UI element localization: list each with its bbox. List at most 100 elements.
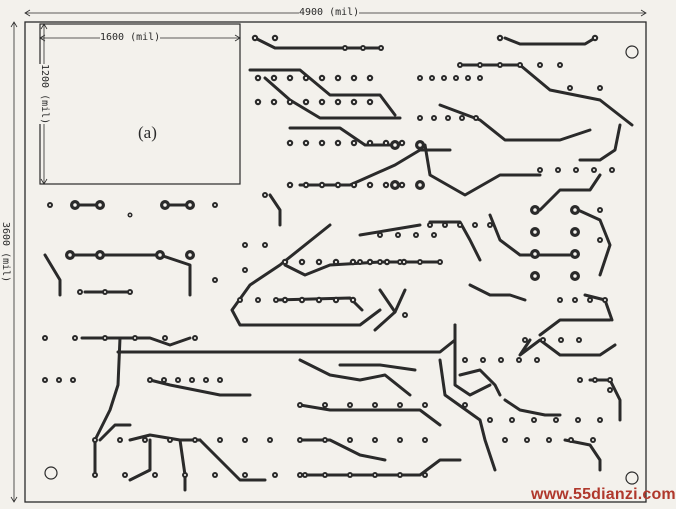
copper-trace (288, 126, 397, 147)
cutout-height-label: 1200 (mil) (39, 64, 50, 125)
pad-hole (193, 438, 197, 442)
pad-hole (385, 260, 389, 264)
pad-hole (153, 473, 157, 477)
copper-trace (588, 378, 622, 422)
copper-trace (128, 438, 152, 482)
copper-trace (268, 193, 282, 227)
pad-hole (352, 141, 356, 145)
pad-hole (474, 116, 478, 120)
pad-hole (498, 63, 502, 67)
pad-hole (379, 46, 383, 50)
pad-hole (300, 298, 304, 302)
pad-hole (272, 100, 276, 104)
pad-hole (43, 336, 47, 340)
pad-hole (568, 86, 572, 90)
pad-hole (610, 168, 614, 172)
pad-hole (320, 100, 324, 104)
pad-hole (348, 403, 352, 407)
pad-hole (556, 168, 560, 172)
pad-hole (463, 403, 467, 407)
pad-hole (393, 183, 397, 187)
pad-hole (423, 403, 427, 407)
pad-hole (396, 233, 400, 237)
pad-hole (304, 100, 308, 104)
copper-trace (116, 323, 457, 354)
pad-hole (368, 141, 372, 145)
pad-hole (334, 260, 338, 264)
pad-hole (304, 141, 308, 145)
copper-trace (178, 438, 187, 492)
pad-hole (168, 438, 172, 442)
pad-hole (288, 100, 292, 104)
pad-hole (481, 358, 485, 362)
pad-hole (393, 143, 397, 147)
pad-hole (272, 76, 276, 80)
copper-trace (298, 358, 412, 397)
pad-hole (274, 298, 278, 302)
copper-trace (503, 36, 597, 46)
board-outline (24, 21, 647, 503)
pad-hole (418, 260, 422, 264)
pad-hole (213, 473, 217, 477)
pad-hole (320, 141, 324, 145)
copper-trace (98, 423, 132, 442)
pad-hole (256, 100, 260, 104)
cutout-height-arrow-bottom (40, 178, 48, 185)
pad-hole (533, 208, 537, 212)
pad-hole (128, 290, 132, 294)
pad-hole (598, 418, 602, 422)
pad-hole (148, 378, 152, 382)
pad-hole (488, 223, 492, 227)
pad-hole (554, 418, 558, 422)
copper-trace (43, 253, 62, 297)
pad-hole (336, 141, 340, 145)
pad-hole (402, 260, 406, 264)
pad-hole (300, 260, 304, 264)
copper-trace (488, 213, 572, 257)
board-width-label: 4900 (mil) (299, 7, 360, 18)
pad-hole (188, 203, 192, 207)
pad-hole (334, 298, 338, 302)
pad-hole (48, 203, 52, 207)
pad-hole (398, 260, 402, 264)
pad-hole (438, 260, 442, 264)
pad-hole (517, 358, 521, 362)
pad-hole (368, 76, 372, 80)
pad-hole (68, 253, 72, 257)
pad-hole (93, 438, 97, 442)
copper-trace (93, 336, 122, 477)
pad-hole (263, 243, 267, 247)
pad-hole (351, 298, 355, 302)
pad-hole (162, 378, 166, 382)
pad-hole (535, 358, 539, 362)
pad-hole (143, 438, 147, 442)
cutout-width-arrow-left (39, 34, 46, 42)
panel-label: (a) (138, 123, 157, 142)
pad-hole (503, 438, 507, 442)
pad-hole (591, 438, 595, 442)
pad-hole (317, 260, 321, 264)
pad-hole (253, 36, 257, 40)
copper-trace (248, 68, 397, 117)
pad-hole (361, 46, 365, 50)
pad-hole (533, 230, 537, 234)
pad-hole (525, 438, 529, 442)
pad-hole (518, 63, 522, 67)
pad-hole (71, 378, 75, 382)
pad-hole (193, 336, 197, 340)
copper-trace (453, 323, 492, 397)
pad-hole (574, 168, 578, 172)
pad-hole (273, 36, 277, 40)
pad-hole (368, 100, 372, 104)
pad-hole (510, 418, 514, 422)
pad-hole (323, 403, 327, 407)
pad-hole (158, 253, 162, 257)
copper-trace (393, 288, 407, 314)
pad-hole (213, 203, 217, 207)
pad-hole (403, 313, 407, 317)
pad-hole (538, 63, 542, 67)
pad-hole (336, 183, 340, 187)
copper-trace (128, 433, 202, 442)
pad-hole (348, 438, 352, 442)
pad-hole (454, 76, 458, 80)
